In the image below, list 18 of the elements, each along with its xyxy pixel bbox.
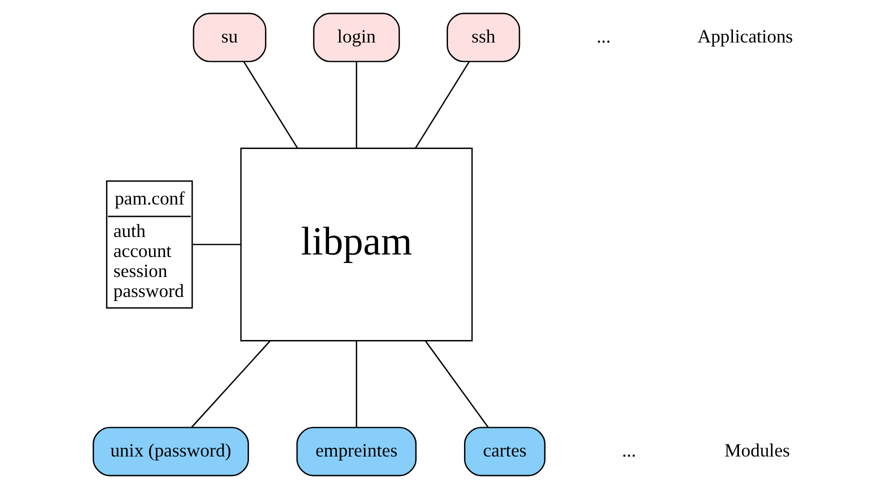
connector <box>192 244 240 246</box>
node-box: empreintes <box>296 426 416 476</box>
node-box: unix (password) <box>92 426 248 476</box>
label: Applications <box>696 26 792 48</box>
label: ... <box>621 440 636 462</box>
node-box: ssh <box>446 12 520 62</box>
connector <box>414 61 470 148</box>
connector <box>355 340 357 428</box>
connector <box>190 340 270 428</box>
connector <box>424 340 488 428</box>
node-box: login <box>312 12 400 62</box>
node-box: libpam <box>240 148 472 342</box>
label: Modules <box>724 440 790 462</box>
label: ... <box>596 26 610 48</box>
node-box: cartes <box>464 426 546 476</box>
connector <box>242 61 298 148</box>
connector <box>355 62 357 148</box>
node-box: su <box>192 12 266 62</box>
